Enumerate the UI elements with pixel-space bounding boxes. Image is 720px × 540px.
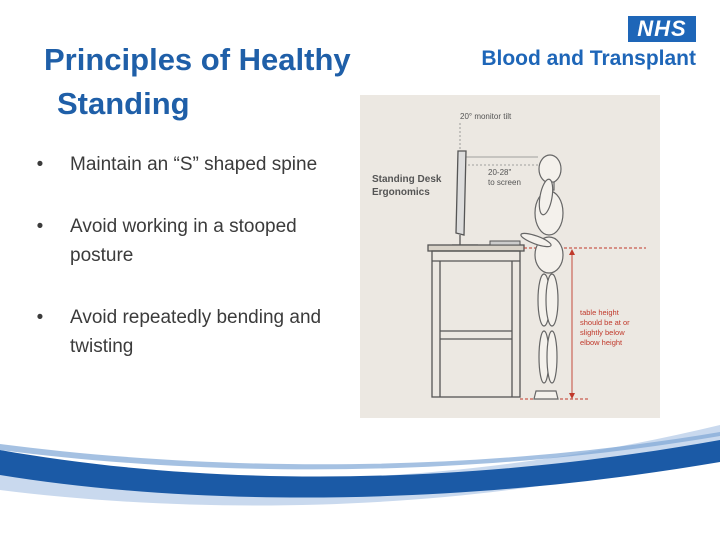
monitor-icon <box>455 150 467 236</box>
desk-top <box>427 244 525 252</box>
standing-desk-illustration: Standing Desk Ergonomics 20° monitor til… <box>360 95 660 418</box>
keyboard <box>489 240 521 246</box>
slide-title-line-2: Standing <box>57 86 190 121</box>
swoosh-dark-band <box>0 440 720 498</box>
height-arrow-head-top <box>569 249 575 255</box>
footer-swoosh <box>0 425 720 506</box>
bullet-text: Avoid repeatedly bending and twisting <box>70 307 322 357</box>
bullet-text: Avoid working in a stooped posture <box>70 216 297 266</box>
monitor-stand <box>452 235 478 246</box>
slide-title: Principles of Healthy Standing <box>44 38 444 126</box>
screen-distance-label: to screen <box>488 178 521 187</box>
bullet-item: • Avoid working in a stooped posture <box>30 212 330 270</box>
bullet-list: • Maintain an “S” shaped spine • Avoid w… <box>30 150 330 394</box>
nhs-logo: NHS Blood and Transplant <box>478 16 698 72</box>
org-name: Blood and Transplant <box>481 47 696 70</box>
slide-title-line-1: Principles of Healthy <box>44 42 351 77</box>
table-height-note-line-2: should be at or <box>580 318 630 327</box>
screen-distance-value: 20-28" <box>488 168 511 177</box>
bullet-item: • Avoid repeatedly bending and twisting <box>30 303 330 361</box>
figure-heading-line-2: Ergonomics <box>372 187 430 198</box>
bullet-dot-icon: • <box>36 307 44 328</box>
bullet-dot-icon: • <box>36 216 44 237</box>
figure-heading-line-1: Standing Desk <box>372 174 442 185</box>
desk-frame <box>431 250 521 398</box>
table-height-note-line-3: slightly below <box>580 328 625 337</box>
bullet-dot-icon: • <box>36 154 44 175</box>
table-height-note-line-1: table height <box>580 308 620 317</box>
bullet-text: Maintain an “S” shaped spine <box>70 154 318 175</box>
bullet-item: • Maintain an “S” shaped spine <box>30 150 330 179</box>
monitor-tilt-label: 20° monitor tilt <box>460 112 512 121</box>
nhs-badge: NHS <box>628 16 696 42</box>
mannequin-figure <box>520 154 564 400</box>
table-height-note-line-4: elbow height <box>580 338 623 347</box>
height-arrow-head-bottom <box>569 393 575 399</box>
